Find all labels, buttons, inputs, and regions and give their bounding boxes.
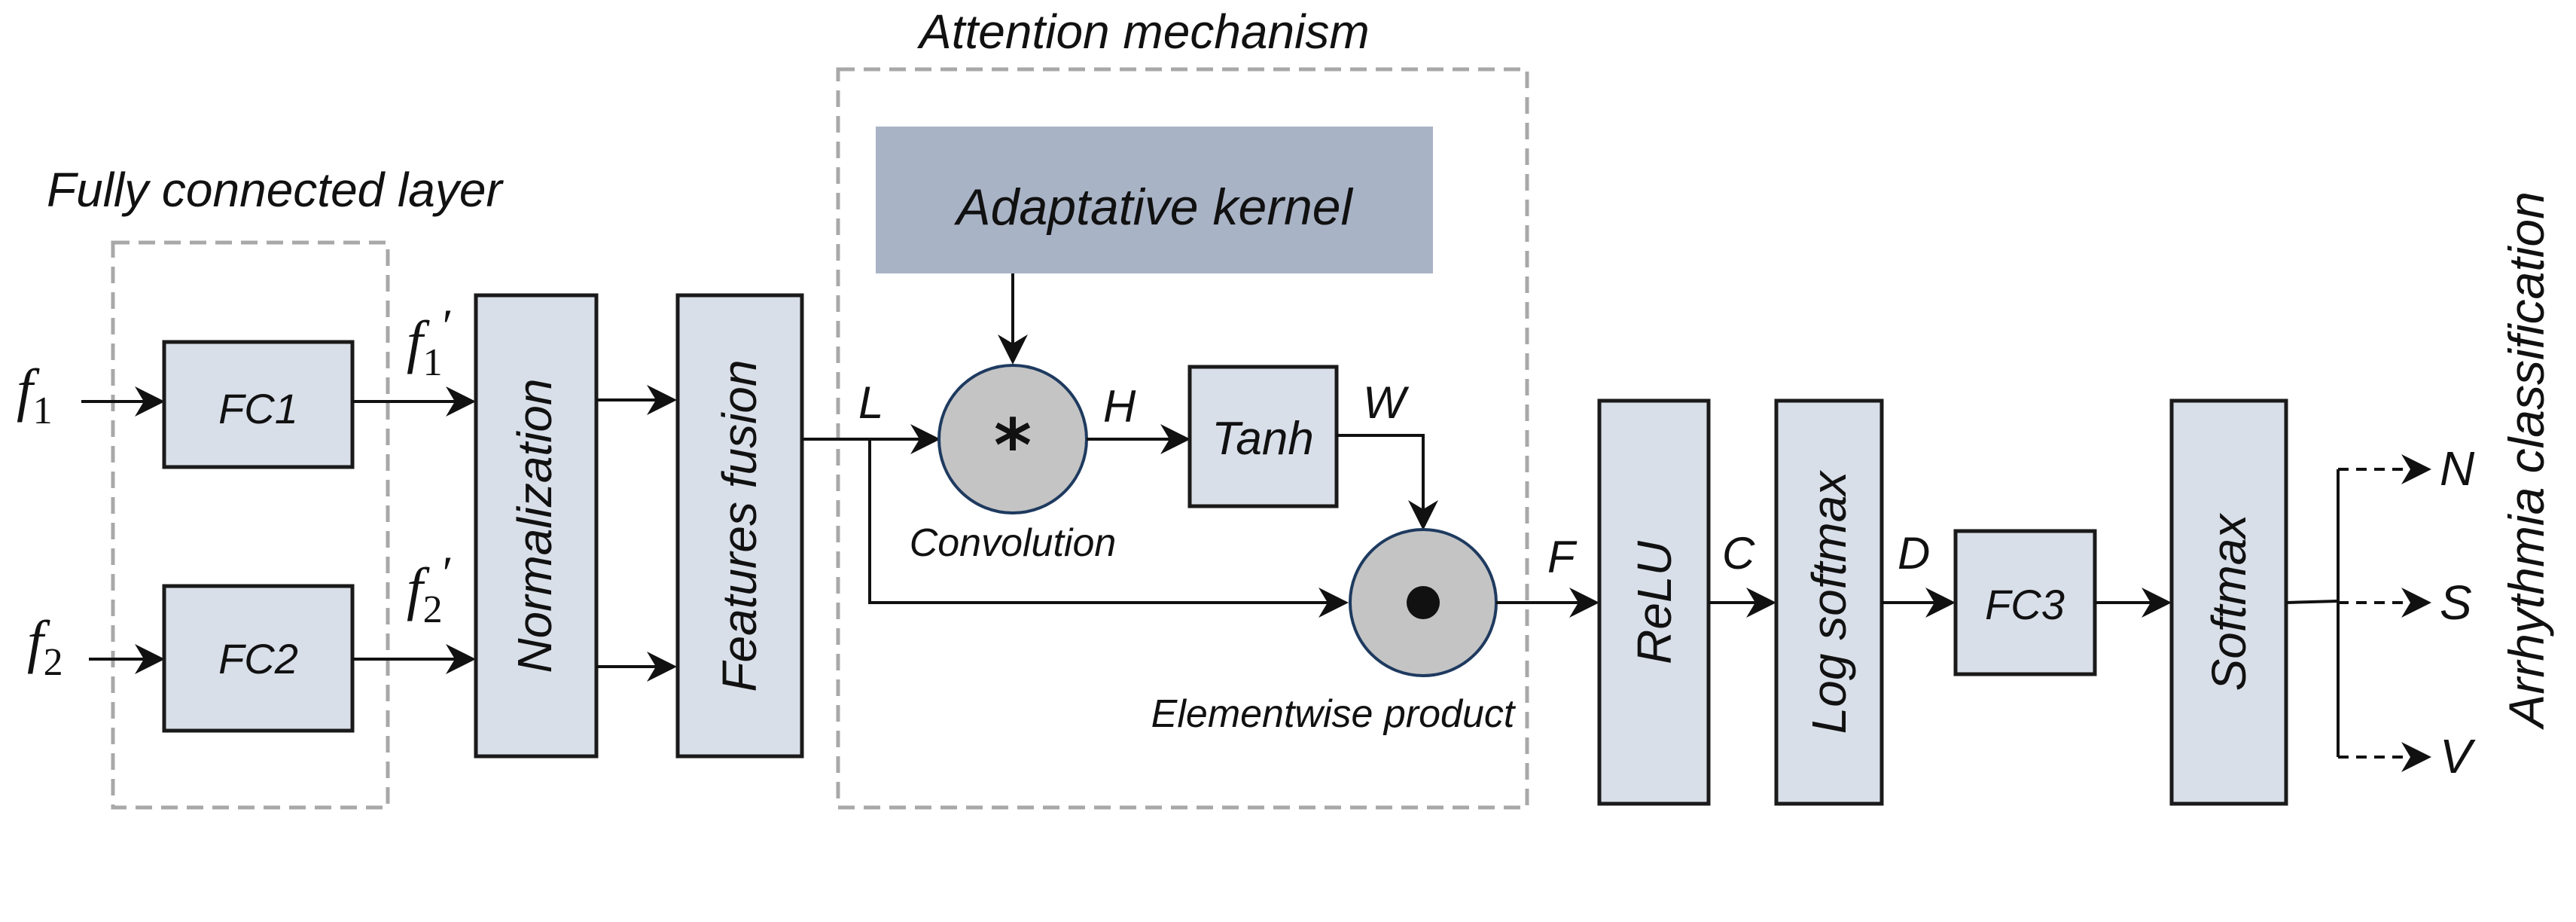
elementwise-label: Elementwise product	[1151, 692, 1517, 736]
signal-L-label: L	[858, 377, 883, 428]
f2-prime-label: f2′	[407, 546, 453, 631]
f1-prime-label: f1′	[407, 299, 453, 384]
attention-group-title: Attention mechanism	[916, 5, 1370, 59]
softmax-label: Softmax	[2202, 513, 2256, 692]
convolution-label: Convolution	[910, 521, 1117, 565]
input-f1-label: f1	[17, 357, 53, 432]
f2-prime-mark: ′	[443, 546, 453, 600]
class-N-label: N	[2440, 441, 2475, 496]
signal-D-label: D	[1898, 528, 1930, 579]
elementwise-dot-icon	[1407, 586, 1440, 619]
input-f1-subscript: 1	[33, 389, 53, 432]
signal-C-label: C	[1722, 528, 1755, 579]
adaptive-kernel-block	[876, 127, 1433, 273]
normalization-label: Normalization	[508, 378, 562, 673]
arrow-L-to-elementwise	[868, 439, 1349, 618]
fully-connected-group-frame	[111, 240, 390, 810]
signal-H-label: H	[1103, 381, 1136, 432]
input-f2-subscript: 2	[44, 641, 63, 684]
softmax-block	[2169, 398, 2288, 806]
fc1-label: FC1	[218, 385, 298, 432]
features-fusion-block	[675, 293, 804, 759]
line-softmax-out	[2285, 600, 2339, 604]
f2-prime-subscript: 2	[423, 588, 443, 631]
relu-block	[1597, 398, 1711, 806]
relu-label: ReLU	[1627, 540, 1681, 664]
fc1-block	[162, 340, 355, 469]
fc3-label: FC3	[1985, 581, 2065, 628]
f1-prime-mark: ′	[443, 299, 453, 353]
log-softmax-block	[1774, 398, 1884, 806]
class-S-label: S	[2440, 575, 2472, 630]
tanh-label: Tanh	[1212, 413, 1314, 465]
adaptive-kernel-label: Adaptative kernel	[953, 179, 1353, 236]
signal-W-label: W	[1363, 377, 1410, 428]
normalization-block	[474, 293, 599, 759]
class-V-label: V	[2440, 729, 2476, 783]
signal-F-label: F	[1547, 532, 1578, 582]
input-f2-label: f2	[27, 609, 63, 684]
arrow-W-to-elementwise	[1337, 434, 1438, 530]
features-fusion-label: Features fusion	[712, 359, 767, 692]
f1-prime-subscript: 1	[423, 341, 443, 384]
fully-connected-group-title: Fully connected layer	[47, 163, 504, 217]
log-softmax-label: Log softmax	[1802, 470, 1856, 734]
convolution-symbol: *	[994, 404, 1032, 488]
classification-title: Arrhythmia classification	[2498, 191, 2554, 731]
fc2-label: FC2	[218, 635, 298, 682]
